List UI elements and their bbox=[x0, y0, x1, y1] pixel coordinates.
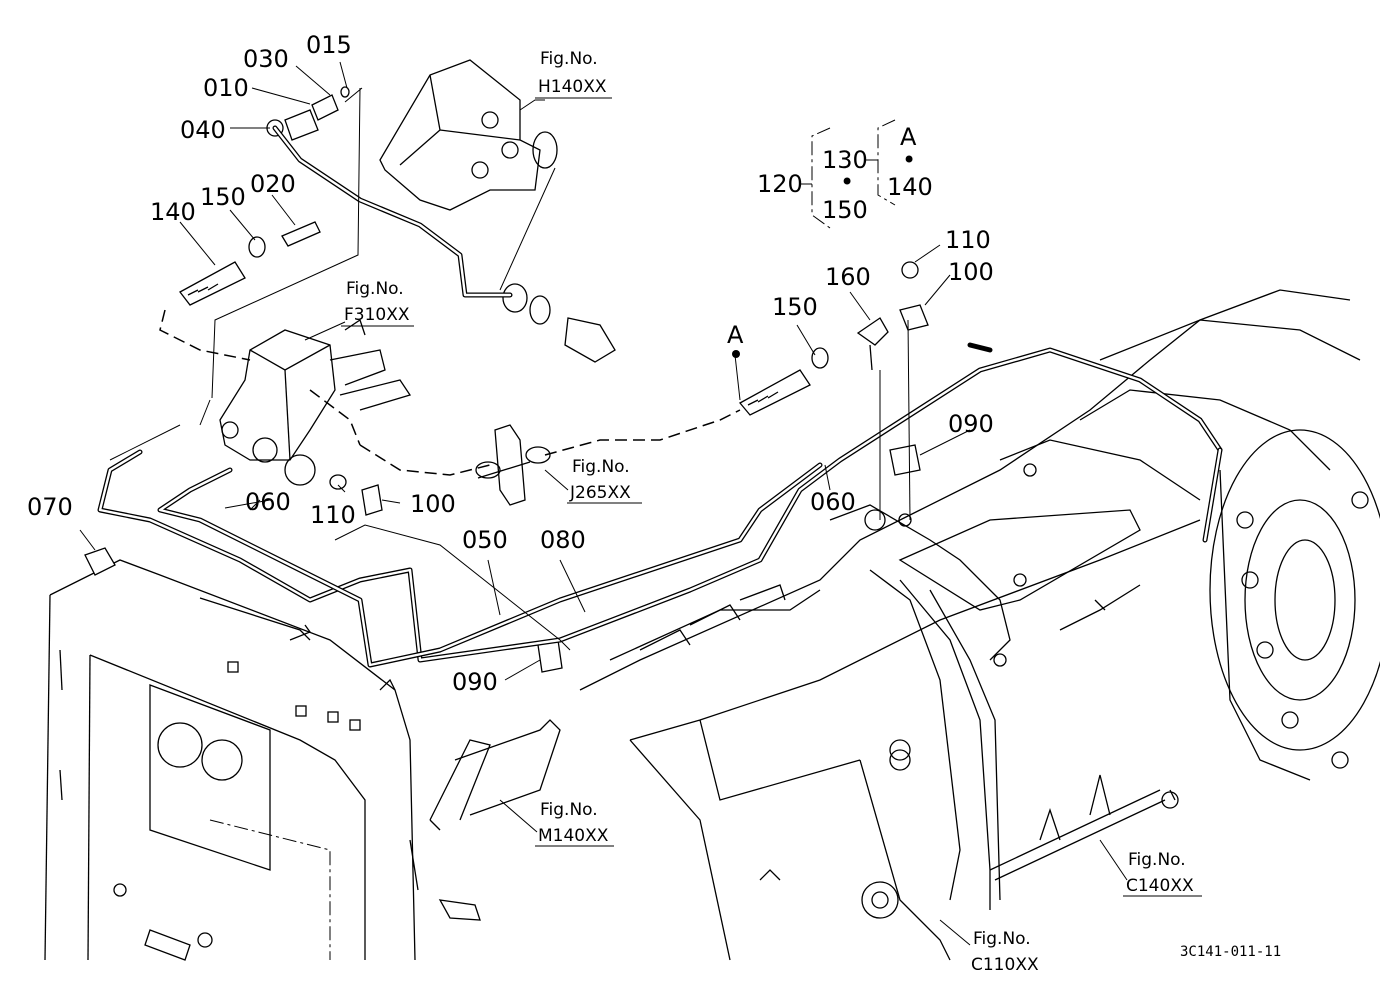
part-label-060: 060 bbox=[245, 488, 291, 516]
part-labels: 015 030 010 040 140 150 020 070 060 110 … bbox=[27, 31, 994, 696]
fig-ref-c110-heading: Fig.No. bbox=[973, 929, 1031, 949]
part-label-020: 020 bbox=[250, 170, 296, 198]
part-label-070: 070 bbox=[27, 493, 73, 521]
fittings-right-top bbox=[502, 283, 616, 363]
part-label-100-right: 100 bbox=[948, 258, 994, 286]
part-label-160: 160 bbox=[825, 263, 871, 291]
part-label-090: 090 bbox=[452, 668, 498, 696]
leader-lines bbox=[79, 61, 1128, 946]
hoses bbox=[179, 221, 889, 416]
part-label-110: 110 bbox=[310, 501, 356, 529]
part-label-100: 100 bbox=[410, 490, 456, 518]
figure-references: Fig.No. H140XX Fig.No. F310XX Fig.No. J2… bbox=[341, 49, 1202, 975]
fig-ref-h140-heading: Fig.No. bbox=[540, 49, 598, 69]
part-label-110-right: 110 bbox=[945, 226, 991, 254]
rod-c140 bbox=[989, 774, 1166, 881]
part-label-a: A bbox=[727, 321, 744, 349]
fig-ref-c140-code: C140XX bbox=[1126, 876, 1194, 896]
legend-group2-bottom: 140 bbox=[887, 173, 933, 201]
fig-ref-f310-heading: Fig.No. bbox=[346, 279, 404, 299]
fig-ref-c140-heading: Fig.No. bbox=[1128, 850, 1186, 870]
part-label-040: 040 bbox=[180, 116, 226, 144]
fig-ref-m140-code: M140XX bbox=[538, 826, 609, 846]
assembly-legend: 120 130 • 150 A • 140 bbox=[757, 119, 933, 229]
fig-ref-c110-code: C110XX bbox=[971, 955, 1039, 975]
part-label-010: 010 bbox=[203, 74, 249, 102]
fig-ref-m140-heading: Fig.No. bbox=[540, 800, 598, 820]
legend-main: 120 bbox=[757, 170, 803, 198]
fig-ref-f310-code: F310XX bbox=[344, 305, 410, 325]
fig-ref-h140-code: H140XX bbox=[538, 77, 607, 97]
part-label-050: 050 bbox=[462, 526, 508, 554]
clamps-small bbox=[84, 261, 929, 673]
part-label-030: 030 bbox=[243, 45, 289, 73]
bracket-m140 bbox=[429, 719, 561, 921]
fig-ref-j265-heading: Fig.No. bbox=[572, 457, 630, 477]
frame-panel bbox=[44, 559, 419, 961]
clamp-j265 bbox=[475, 424, 551, 506]
part-label-150: 150 bbox=[200, 183, 246, 211]
drawing-code: 3C141-011-11 bbox=[1180, 944, 1281, 960]
valve-block bbox=[219, 318, 412, 486]
legend-group1-bottom: 150 bbox=[822, 196, 868, 224]
part-label-080: 080 bbox=[540, 526, 586, 554]
fig-ref-j265-code: J265XX bbox=[569, 483, 631, 503]
part-label-060-right: 060 bbox=[810, 488, 856, 516]
legend-group2-top: A bbox=[900, 123, 917, 151]
part-label-090-right: 090 bbox=[948, 410, 994, 438]
part-label-140: 140 bbox=[150, 198, 196, 226]
part-label-150-right: 150 bbox=[772, 293, 818, 321]
dashed-routing bbox=[159, 309, 741, 476]
point-a-dot bbox=[732, 350, 740, 358]
part-label-015: 015 bbox=[306, 31, 352, 59]
legend-group1-top: 130 bbox=[822, 146, 868, 174]
legend-group2-dot: • bbox=[902, 146, 916, 174]
legend-group1-dot: • bbox=[840, 168, 854, 196]
steering-unit bbox=[379, 59, 558, 211]
transmission-housing bbox=[579, 289, 1380, 961]
